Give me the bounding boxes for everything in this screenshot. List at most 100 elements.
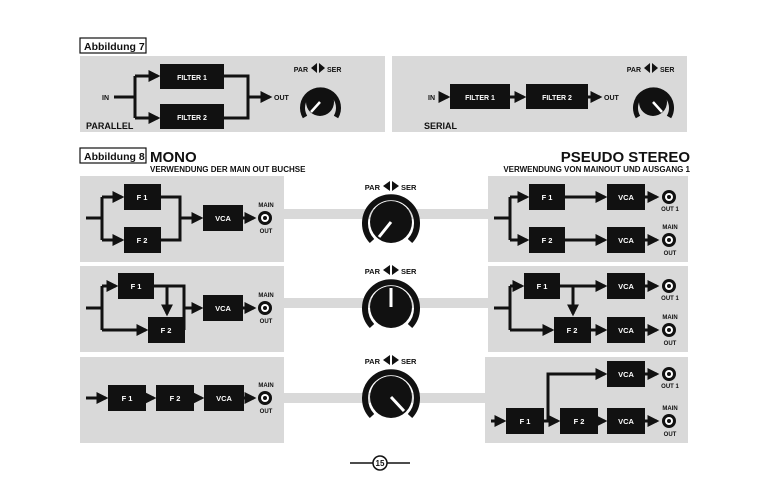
mono-row2-vca-block (203, 295, 243, 321)
main-label: MAIN (258, 293, 273, 299)
stereo-row2-f2-block (554, 317, 591, 343)
page-number: 15 (376, 459, 385, 468)
mono-row3-f1-label: F 1 (122, 394, 133, 403)
page-number-ornament: 15 (350, 455, 410, 471)
stereo-title: PSEUDO STEREO (561, 149, 691, 166)
knob-range-arc (362, 279, 420, 329)
switch-right-arrow-icon (392, 181, 399, 191)
switch-left-arrow-icon (644, 63, 650, 73)
parallel-filter2-block (160, 104, 224, 129)
serial-caption: SERIAL (424, 121, 458, 131)
mono-row2-vca-label: VCA (215, 304, 231, 313)
jack-hole (263, 216, 267, 220)
stereo-row2-vca2-block (607, 317, 645, 343)
stereo-row1-f2-block (529, 227, 565, 253)
mono-row3-f2-block (156, 385, 194, 411)
mono-row3-main-out-jack (258, 391, 272, 405)
switch-right-arrow-icon (319, 63, 325, 73)
fig8-row2-knob[interactable] (362, 279, 420, 329)
stereo-row3-f2-block (560, 408, 598, 434)
jack-hole (263, 306, 267, 310)
figure-8-label-box (79, 147, 147, 164)
switch-par-label: PAR (365, 183, 381, 192)
out1-label: OUT 1 (661, 296, 679, 302)
parallel-filter2-label: FILTER 2 (177, 115, 207, 122)
main-label: MAIN (662, 225, 677, 231)
stereo-row1-vca2-label: VCA (618, 236, 634, 245)
stereo-row2-f1-label: F 1 (537, 282, 548, 291)
serial-filter1-label: FILTER 1 (465, 95, 495, 102)
out1-label: OUT 1 (661, 207, 679, 213)
mono-row1-vca-block (203, 205, 243, 231)
fig8-row-2: F 1 F 2 VCA MAIN OUT PAR SER (80, 265, 688, 352)
main-label: MAIN (258, 203, 273, 209)
main-label: MAIN (662, 406, 677, 412)
stereo-row1-f1-label: F 1 (542, 193, 553, 202)
mono-row1-f1-label: F 1 (137, 193, 148, 202)
figure-8-label: Abbildung 8 (84, 151, 145, 163)
serial-knob[interactable] (633, 87, 674, 119)
stereo-row3-vca2-block (607, 408, 645, 434)
fig8-row-3: F 1 F 2 VCA MAIN OUT PAR SER F 1 (80, 355, 688, 443)
switch-right-arrow-icon (392, 355, 399, 365)
mono-row2-f1-label: F 1 (131, 282, 142, 291)
mono-row1-main-out-jack (258, 211, 272, 225)
switch-left-arrow-icon (383, 181, 390, 191)
mono-row3-vca-block (204, 385, 244, 411)
fig8-row2-switch: PAR SER (365, 265, 417, 276)
mono-row2-f2-label: F 2 (161, 326, 172, 335)
figure-7-label: Abbildung 7 (84, 41, 145, 53)
parallel-switch: PAR SER (294, 63, 341, 74)
out-label: OUT (260, 229, 273, 235)
page-number-circle (372, 455, 388, 471)
parallel-filter1-label: FILTER 1 (177, 75, 207, 82)
stereo-row3-vca1-block (607, 361, 645, 387)
knob-range-arc (362, 194, 420, 244)
parallel-filter1-block (160, 64, 224, 89)
stereo-row2-out1-jack (662, 279, 676, 293)
knob-pointer (377, 221, 393, 238)
serial-filter2-block (526, 84, 588, 109)
switch-ser-label: SER (660, 67, 674, 74)
jack-hole (667, 238, 671, 242)
out1-label: OUT 1 (661, 384, 679, 390)
switch-par-label: PAR (627, 67, 641, 74)
stereo-row1-vca2-block (607, 227, 645, 253)
switch-ser-label: SER (401, 183, 417, 192)
jack-hole (667, 372, 671, 376)
parallel-panel: IN FILTER 1 FILTER 2 OUT PARALLEL PAR SE… (80, 56, 385, 132)
switch-ser-label: SER (401, 267, 417, 276)
out-label: OUT (664, 432, 677, 438)
stereo-row2-vca2-label: VCA (618, 326, 634, 335)
stereo-row2-f2-label: F 2 (567, 326, 578, 335)
serial-out-label: OUT (604, 95, 620, 102)
mono-row3-f2-label: F 2 (170, 394, 181, 403)
mono-row2-f2-block (148, 317, 185, 343)
stereo-row3-f2-label: F 2 (574, 417, 585, 426)
figure-7: Abbildung 7 IN FILTER 1 FILTER 2 OUT PAR… (79, 37, 687, 132)
stereo-row2-vca1-block (607, 273, 645, 299)
switch-par-label: PAR (365, 357, 381, 366)
stereo-row1-f2-label: F 2 (542, 236, 553, 245)
mono-row2-f1-block (118, 273, 154, 299)
stereo-row1-f1-block (529, 184, 565, 210)
parallel-in-label: IN (102, 95, 109, 102)
mono-row3-f1-block (108, 385, 146, 411)
serial-switch: PAR SER (627, 63, 674, 74)
jack-hole (263, 396, 267, 400)
mono-row1-f2-block (124, 227, 161, 253)
knob-pointer (389, 395, 406, 413)
jack-hole (667, 328, 671, 332)
stereo-subtitle: VERWENDUNG VON MAINOUT UND AUSGANG 1 (503, 165, 690, 174)
switch-ser-label: SER (401, 357, 417, 366)
out-label: OUT (664, 251, 677, 257)
switch-right-arrow-icon (392, 265, 399, 275)
fig8-row3-knob[interactable] (362, 369, 420, 419)
parallel-knob[interactable] (300, 87, 341, 119)
figure-8-header: Abbildung 8 MONO VERWENDUNG DER MAIN OUT… (79, 147, 691, 174)
fig8-row1-switch: PAR SER (365, 181, 417, 192)
fig8-row3-switch: PAR SER (365, 355, 417, 366)
stereo-row3-vca1-label: VCA (618, 370, 634, 379)
fig8-row1-knob[interactable] (362, 194, 420, 244)
